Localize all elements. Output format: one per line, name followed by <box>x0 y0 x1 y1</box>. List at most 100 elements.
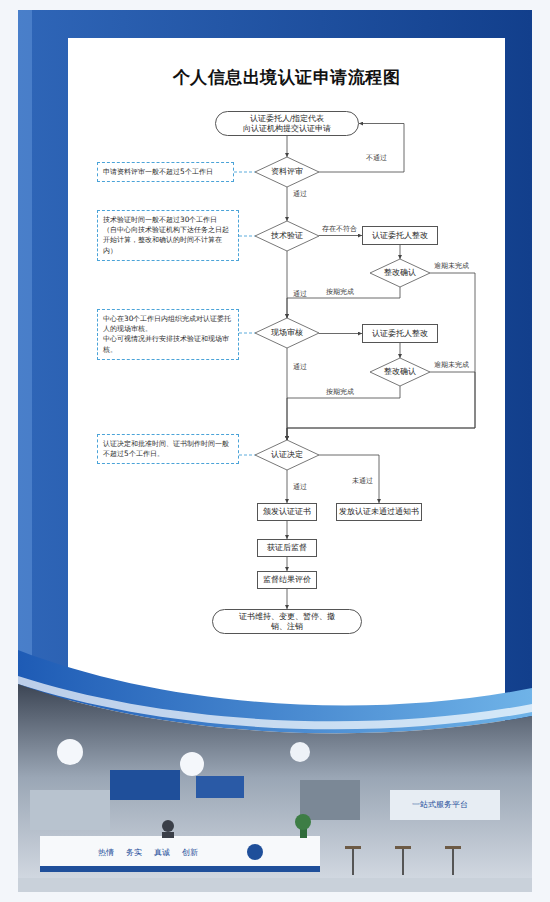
office-photo <box>18 684 532 892</box>
edge-label: 逾期未完成 <box>434 362 469 369</box>
note-box: 技术验证时间一般不超过30个工作日 （自中心向技术验证机构下达任务之日起开始计算… <box>97 210 239 261</box>
edge-label: 按期完成 <box>326 389 354 396</box>
service-panel <box>390 790 500 820</box>
node-text: 认证委托人/指定代表 向认证机构提交认证申请 <box>238 114 336 134</box>
flow-arrow <box>319 455 379 503</box>
counter-logo <box>247 844 263 860</box>
diamond-shape <box>255 318 319 348</box>
ceiling-lamp <box>180 752 204 776</box>
diamond-shape <box>255 157 319 187</box>
frame-highlight <box>18 10 32 730</box>
person <box>162 820 174 832</box>
leader-line <box>239 455 255 456</box>
flow-arrow <box>287 386 400 440</box>
flow-arrow <box>287 187 288 221</box>
process-box: 认证委托人整改 <box>362 324 438 343</box>
diagram-title: 个人信息出境认证申请流程图 <box>68 66 505 89</box>
flow-arrow <box>287 251 288 318</box>
white-panel <box>68 38 505 738</box>
note-box: 申请资料评审一般不超过5个工作日 <box>97 162 234 182</box>
stool <box>352 849 354 875</box>
node-text: 认证委托人整改 <box>372 231 428 241</box>
edge-label: 存在不符合 <box>322 226 357 233</box>
leader-line <box>239 333 255 334</box>
node-text: 认证决定和批准时间、证书制作时间一般不超过5个工作日。 <box>103 439 233 459</box>
node-text: 现场审核 <box>271 328 303 338</box>
diamond-shape <box>370 259 430 287</box>
process-box: 获证后监督 <box>257 539 317 557</box>
ceiling-lamp <box>290 742 310 762</box>
edge-label: 不通过 <box>366 155 387 162</box>
flow-arrow <box>319 333 362 334</box>
diamond-shape <box>255 221 319 251</box>
edge-label: 通过 <box>293 291 307 298</box>
node-text: 技术验证 <box>271 231 303 241</box>
diamond-shape <box>370 358 430 386</box>
photo-text: 务实 <box>126 849 142 857</box>
flow-arrow <box>319 235 362 236</box>
photo-text: 真诚 <box>154 849 170 857</box>
photo-text: 一站式服务平台 <box>412 801 468 809</box>
photo-text: 创新 <box>182 849 198 857</box>
node-text: 认证委托人整改 <box>372 329 428 339</box>
node-text: 获证后监督 <box>267 543 307 553</box>
terminal-pill: 证书维持、变更、暂停、撤销、注销 <box>212 609 362 634</box>
edge-label: 按期完成 <box>326 289 354 296</box>
flow-arrow <box>319 124 404 173</box>
flow-arrow <box>400 343 401 358</box>
flow-arrow <box>287 273 475 440</box>
decision-diamond: 整改确认 <box>370 358 430 386</box>
flow-arrow <box>287 470 288 503</box>
flow-arrow <box>287 348 288 440</box>
node-text: 整改确认 <box>384 367 416 377</box>
glass-wall <box>300 780 360 820</box>
node-text: 监督结果评价 <box>263 575 311 585</box>
node-text: 资料评审 <box>271 167 303 177</box>
process-box: 监督结果评价 <box>257 571 317 589</box>
stool <box>402 849 404 875</box>
photo-text: 热情 <box>98 849 114 857</box>
leader-line <box>234 172 255 173</box>
node-text: 颁发认证证书 <box>263 507 311 517</box>
node-text: 认证决定 <box>271 450 303 460</box>
floor <box>18 878 532 892</box>
flow-arrow <box>287 589 288 609</box>
flow-arrow <box>287 372 475 440</box>
flow-arrow <box>287 136 288 157</box>
decision-diamond: 资料评审 <box>255 157 319 187</box>
node-text: 申请资料评审一般不超过5个工作日 <box>103 167 213 177</box>
stool <box>345 846 361 849</box>
diamond-shape <box>255 440 319 470</box>
flow-arrow <box>287 287 400 318</box>
edge-label: 通过 <box>293 484 307 491</box>
node-text: 证书维持、变更、暂停、撤销、注销 <box>235 612 339 632</box>
process-box: 颁发认证证书 <box>257 503 317 521</box>
process-box: 认证委托人整改 <box>362 226 438 245</box>
edge-label: 通过 <box>293 191 307 198</box>
node-text: 中心在30个工作日内组织完成对认证委托人的现场审核。 <box>103 314 233 334</box>
terminal-pill: 认证委托人/指定代表 向认证机构提交认证申请 <box>215 111 359 136</box>
decision-diamond: 整改确认 <box>370 259 430 287</box>
decision-diamond: 现场审核 <box>255 318 319 348</box>
edge-label: 通过 <box>293 364 307 371</box>
stool <box>452 849 454 875</box>
flow-arrow <box>400 245 401 259</box>
screen <box>110 770 180 800</box>
decision-diamond: 技术验证 <box>255 221 319 251</box>
service-counter <box>40 836 320 870</box>
wall-sign <box>30 790 110 830</box>
note-box: 中心在30个工作日内组织完成对认证委托人的现场审核。中心可视情况并行安排技术验证… <box>97 309 239 360</box>
stool <box>395 846 411 849</box>
note-box: 认证决定和批准时间、证书制作时间一般不超过5个工作日。 <box>97 434 239 464</box>
decision-diamond: 认证决定 <box>255 440 319 470</box>
flow-arrow <box>287 521 288 539</box>
counter-stripe <box>40 866 320 872</box>
node-text: 中心可视情况并行安排技术验证和现场审核。 <box>103 334 233 354</box>
node-text: 整改确认 <box>384 268 416 278</box>
screen <box>196 776 244 798</box>
flow-arrow <box>287 557 288 571</box>
edge-label: 未通过 <box>352 478 373 485</box>
plant <box>295 814 311 830</box>
